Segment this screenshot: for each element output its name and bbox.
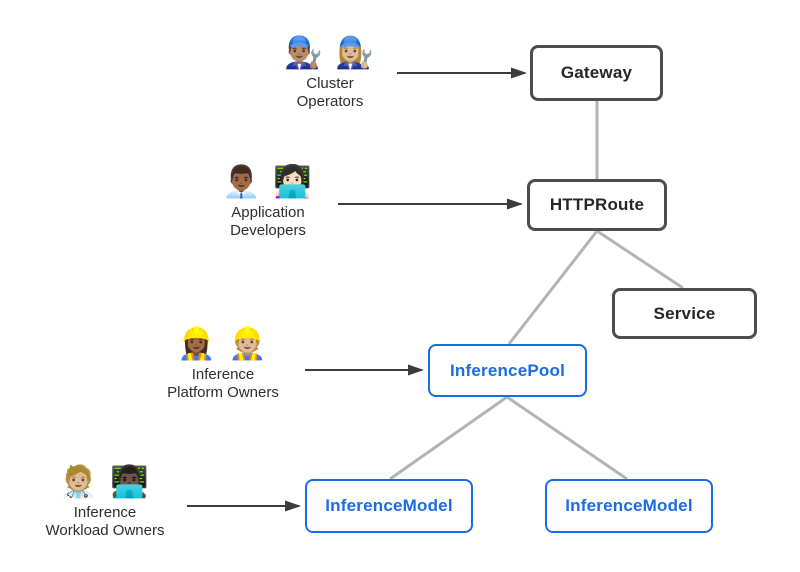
node-inferencemodel-left: InferenceModel bbox=[305, 479, 473, 533]
actor-inference-platform-owners: 👷🏾‍♀️ 👷🏼 Inference Platform Owners bbox=[138, 326, 308, 403]
edge-inferencepool-inferencemodel-right bbox=[506, 395, 628, 481]
edge-httproute-inferencepool bbox=[507, 230, 599, 345]
inference-workload-owners-label: Inference Workload Owners bbox=[45, 504, 165, 540]
cluster-operators-emoji: 👨🏽‍🔧 👩🏼‍🔧 bbox=[284, 35, 376, 70]
cluster-operators-label: Cluster Operators bbox=[296, 75, 364, 111]
node-service: Service bbox=[612, 288, 757, 339]
node-gateway: Gateway bbox=[530, 45, 663, 101]
edge-inferencepool-inferencemodel-left bbox=[389, 395, 508, 481]
actor-inference-workload-owners: 🧑🏼‍⚕️ 👨🏿‍💻 Inference Workload Owners bbox=[20, 464, 190, 541]
inference-platform-owners-emoji: 👷🏾‍♀️ 👷🏼 bbox=[177, 326, 269, 361]
inference-platform-owners-label: Inference Platform Owners bbox=[167, 366, 279, 402]
application-developers-emoji: 👨🏾‍💼 👩🏻‍💻 bbox=[222, 164, 314, 199]
actor-application-developers: 👨🏾‍💼 👩🏻‍💻 Application Developers bbox=[183, 164, 353, 241]
node-inferencemodel-right: InferenceModel bbox=[545, 479, 713, 533]
application-developers-label: Application Developers bbox=[230, 204, 306, 240]
node-httproute: HTTPRoute bbox=[527, 179, 667, 231]
edge-httproute-service bbox=[596, 229, 684, 290]
node-inferencepool: InferencePool bbox=[428, 344, 587, 397]
actor-cluster-operators: 👨🏽‍🔧 👩🏼‍🔧 Cluster Operators bbox=[245, 35, 415, 112]
inference-workload-owners-emoji: 🧑🏼‍⚕️ 👨🏿‍💻 bbox=[59, 464, 151, 499]
